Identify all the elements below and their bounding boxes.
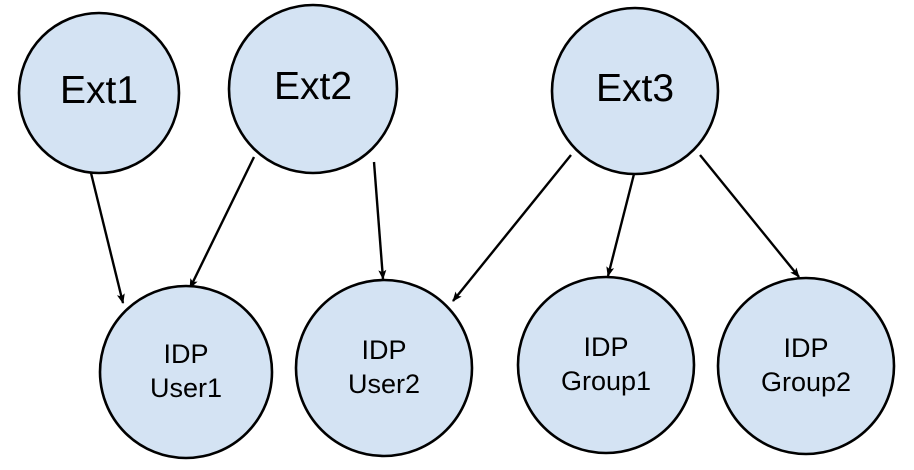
node-label-idp_group2: IDP Group2 xyxy=(761,333,851,397)
node-ext3[interactable]: Ext3 xyxy=(550,6,720,176)
node-ext2[interactable]: Ext2 xyxy=(227,3,399,175)
node-idp_user2[interactable]: IDP User2 xyxy=(294,278,474,458)
node-label-line2-idp_user1: User1 xyxy=(150,373,222,403)
node-circle-idp_user2[interactable] xyxy=(294,278,474,458)
node-label-line1-ext2: Ext2 xyxy=(274,65,352,108)
node-circle-ext3[interactable] xyxy=(550,6,720,176)
node-label-line2-idp_user2: User2 xyxy=(348,369,420,399)
node-label-line1-idp_user1: IDP xyxy=(163,339,208,369)
node-label-ext3: Ext3 xyxy=(596,67,674,110)
edge-arrow-ext1-to-idp-user1 xyxy=(89,172,125,304)
node-circle-idp_group2[interactable] xyxy=(716,276,896,456)
node-label-ext2: Ext2 xyxy=(274,65,352,108)
edge-arrow-ext3-to-idp-group1 xyxy=(606,173,636,277)
node-label-idp_user2: IDP User2 xyxy=(348,335,420,399)
node-circle-ext2[interactable] xyxy=(227,3,399,175)
edges-layer xyxy=(89,154,800,304)
node-label-line1-ext3: Ext3 xyxy=(596,67,674,110)
node-label-ext1: Ext1 xyxy=(60,69,138,112)
node-label-line2-idp_group1: Group1 xyxy=(561,366,651,396)
edge-arrow-ext2-to-idp-user1 xyxy=(188,156,256,289)
node-idp_group2[interactable]: IDP Group2 xyxy=(716,276,896,456)
node-circle-ext1[interactable] xyxy=(17,11,181,175)
node-idp_group1[interactable]: IDP Group1 xyxy=(516,275,696,455)
node-label-line1-idp_user2: IDP xyxy=(361,335,406,365)
node-label-line1-idp_group1: IDP xyxy=(583,332,628,362)
node-ext1[interactable]: Ext1 xyxy=(17,11,181,175)
edge-arrow-ext3-to-idp-user2 xyxy=(452,154,572,302)
node-label-idp_user1: IDP User1 xyxy=(150,339,222,403)
edge-arrow-ext2-to-idp-user2 xyxy=(372,161,387,280)
node-label-line2-idp_group2: Group2 xyxy=(761,367,851,397)
node-label-line1-ext1: Ext1 xyxy=(60,69,138,112)
node-idp_user1[interactable]: IDP User1 xyxy=(98,284,274,460)
node-circle-idp_user1[interactable] xyxy=(98,284,274,460)
edge-arrow-ext3-to-idp-group2 xyxy=(699,154,800,278)
node-label-idp_group1: IDP Group1 xyxy=(561,332,651,396)
node-circle-idp_group1[interactable] xyxy=(516,275,696,455)
node-label-line1-idp_group2: IDP xyxy=(783,333,828,363)
